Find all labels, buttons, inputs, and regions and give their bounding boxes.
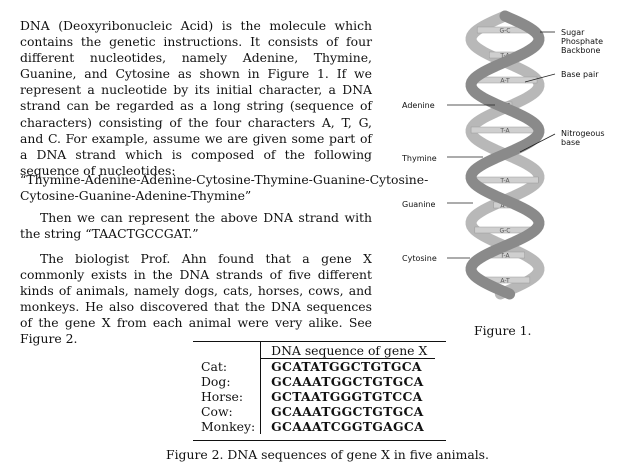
animal-name: Cow: bbox=[197, 404, 262, 419]
table-row: Cat: GCATATGGCTGTGCA bbox=[197, 358, 435, 374]
animal-name: Horse: bbox=[197, 389, 262, 404]
cytosine-label: Cytosine bbox=[402, 254, 437, 263]
animal-name: Cat: bbox=[197, 358, 262, 374]
nitrogeous-base-label: Nitrogeous base bbox=[561, 129, 605, 147]
table-top-rule bbox=[193, 341, 446, 342]
dna-sequence: GCAAATGGCTGTGCA bbox=[271, 374, 424, 389]
base-pair-text: G-C bbox=[499, 28, 510, 35]
dna-sequence: GCAAATGGCTGTGCA bbox=[271, 404, 424, 419]
gene-sequence-table: DNA sequence of gene X Cat: GCATATGGCTGT… bbox=[197, 342, 436, 434]
table-row: Dog: GCAAATGGCTGTGCA bbox=[197, 374, 435, 389]
table-bottom-rule bbox=[193, 440, 446, 441]
intro-paragraph: DNA (Deoxyribonucleic Acid) is the molec… bbox=[20, 18, 372, 178]
base-pair-text: G-C bbox=[499, 228, 510, 235]
gene-x-paragraph: The biologist Prof. Ahn found that a gen… bbox=[20, 251, 372, 347]
base-pair-label: Base pair bbox=[561, 70, 599, 79]
animal-name: Dog: bbox=[197, 374, 262, 389]
label-leader-line bbox=[519, 133, 556, 153]
sugar-phosphate-backbone-label: Sugar Phosphate Backbone bbox=[561, 28, 604, 55]
thymine-label: Thymine bbox=[402, 154, 437, 163]
nucleotide-sequence-quote: “Thymine-Adenine-Adenine-Cytosine-Thymin… bbox=[20, 172, 429, 204]
animal-name: Monkey: bbox=[197, 419, 262, 434]
guanine-label: Guanine bbox=[402, 200, 436, 209]
string-representation-paragraph: Then we can represent the above DNA stra… bbox=[20, 210, 372, 242]
base-pair-text: T-A bbox=[499, 178, 510, 185]
base-pair-text: T-A bbox=[499, 128, 510, 135]
table-row: Cow: GCAAATGGCTGTGCA bbox=[197, 404, 435, 419]
base-pair-text: A-T bbox=[500, 78, 510, 85]
figure-1-caption: Figure 1. bbox=[474, 323, 532, 338]
adenine-label: Adenine bbox=[402, 101, 435, 110]
base-pair-text: T-A bbox=[499, 53, 510, 60]
figure-2-caption: Figure 2. DNA sequences of gene X in fiv… bbox=[166, 447, 489, 462]
table-header: DNA sequence of gene X bbox=[260, 342, 436, 359]
dna-sequence: GCAAATCGGTGAGCA bbox=[271, 419, 424, 434]
table-row: Monkey: GCAAATCGGTGAGCA bbox=[197, 419, 435, 434]
label-leader-line bbox=[524, 73, 556, 83]
dna-helix-illustration: G-CT-AA-TG-CT-AG-CT-AA-TG-CT-AA-T bbox=[447, 10, 556, 300]
backbone-front-strand bbox=[465, 10, 545, 300]
base-pair-text: A-T bbox=[500, 278, 510, 285]
table-corner bbox=[197, 342, 262, 359]
table-row: Horse: GCTAATGGGTGTCCA bbox=[197, 389, 435, 404]
dna-sequence: GCTAATGGGTGTCCA bbox=[271, 389, 423, 404]
dna-sequence: GCATATGGCTGTGCA bbox=[271, 359, 422, 374]
base-pair-text: T-A bbox=[499, 253, 510, 260]
